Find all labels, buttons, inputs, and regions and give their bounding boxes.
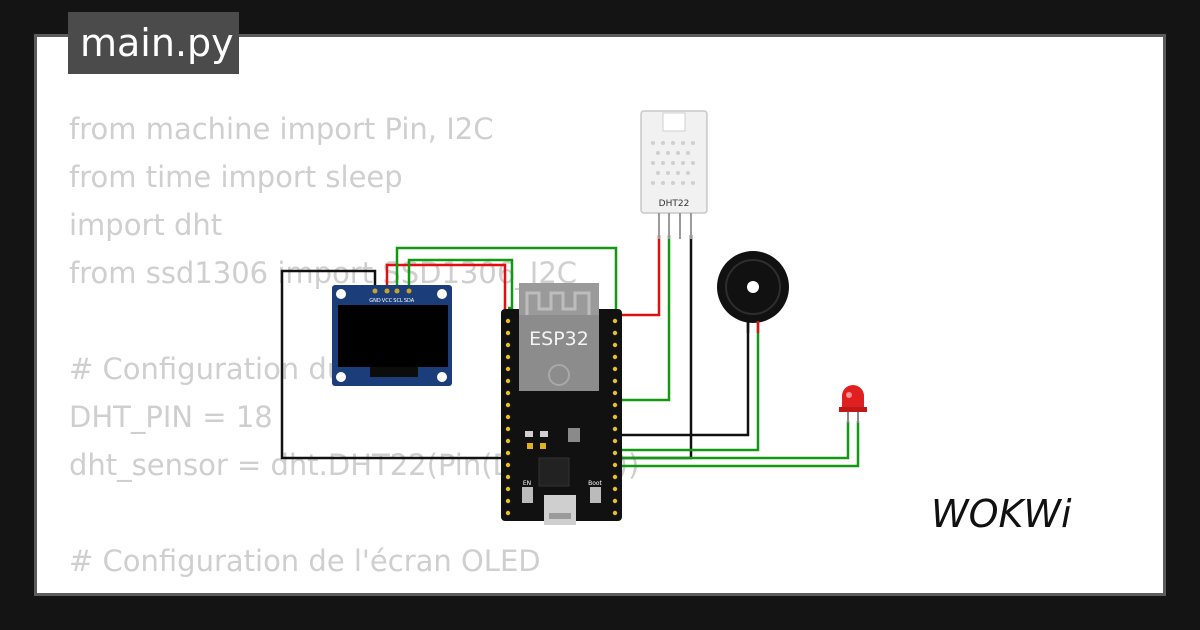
oled-pin-gnd: GND: [369, 298, 381, 304]
wire-oled-gnd: [280, 269, 521, 460]
en-label: EN: [523, 480, 531, 487]
wire-dht-gnd: [615, 235, 693, 460]
usb-port: [544, 495, 576, 525]
code-line: from machine import Pin, I2C: [69, 112, 494, 146]
buzzer[interactable]: [717, 251, 789, 333]
wire-dht-data: [615, 235, 671, 402]
wire-oled-sda: [407, 258, 514, 310]
buzzer-icon: [747, 281, 759, 293]
wire-buzzer-gnd: [615, 321, 750, 437]
wire-led-b: [615, 421, 860, 468]
esp32-label: ESP32: [529, 328, 589, 350]
circuit-diagram: DHT22 GND VCC SCL SDA: [280, 110, 867, 525]
code-line: DHT_PIN = 18: [69, 400, 273, 434]
wokwi-logo[interactable]: WOKWi: [931, 489, 1103, 539]
wires: [280, 235, 860, 468]
wire-oled-scl: [395, 246, 618, 315]
wokwi-logo-text: WOKWi: [931, 492, 1072, 536]
red-led[interactable]: [839, 385, 867, 423]
code-line: import dht: [69, 208, 223, 242]
file-name-tab[interactable]: main.py: [68, 12, 239, 74]
boot-label: Boot: [588, 480, 602, 487]
code-line: # Configuration de l'écran OLED: [69, 544, 541, 578]
oled-pin-scl: SCL: [393, 298, 403, 304]
boot-button[interactable]: [590, 487, 601, 503]
oled-pin-vcc: VCC: [382, 298, 393, 304]
code-line: i2c = I2C(0, scl=Pin(22), sda=Pin(21)) #…: [69, 585, 1163, 593]
project-card: from machine import Pin, I2C from time im…: [34, 34, 1166, 596]
wire-led-a: [615, 421, 850, 460]
code-line: from time import sleep: [69, 160, 403, 194]
oled-pin-sda: SDA: [404, 298, 415, 304]
dht22-sensor[interactable]: DHT22: [640, 110, 708, 239]
esp32-board[interactable]: ESP32 EN Boot: [501, 283, 622, 525]
dht22-label: DHT22: [659, 199, 690, 209]
pin-headers: [505, 318, 618, 516]
en-button[interactable]: [522, 487, 533, 503]
oled-display[interactable]: GND VCC SCL SDA: [332, 285, 452, 386]
wire-buzzer-sig: [615, 321, 760, 452]
wire-oled-vcc: [385, 263, 507, 313]
